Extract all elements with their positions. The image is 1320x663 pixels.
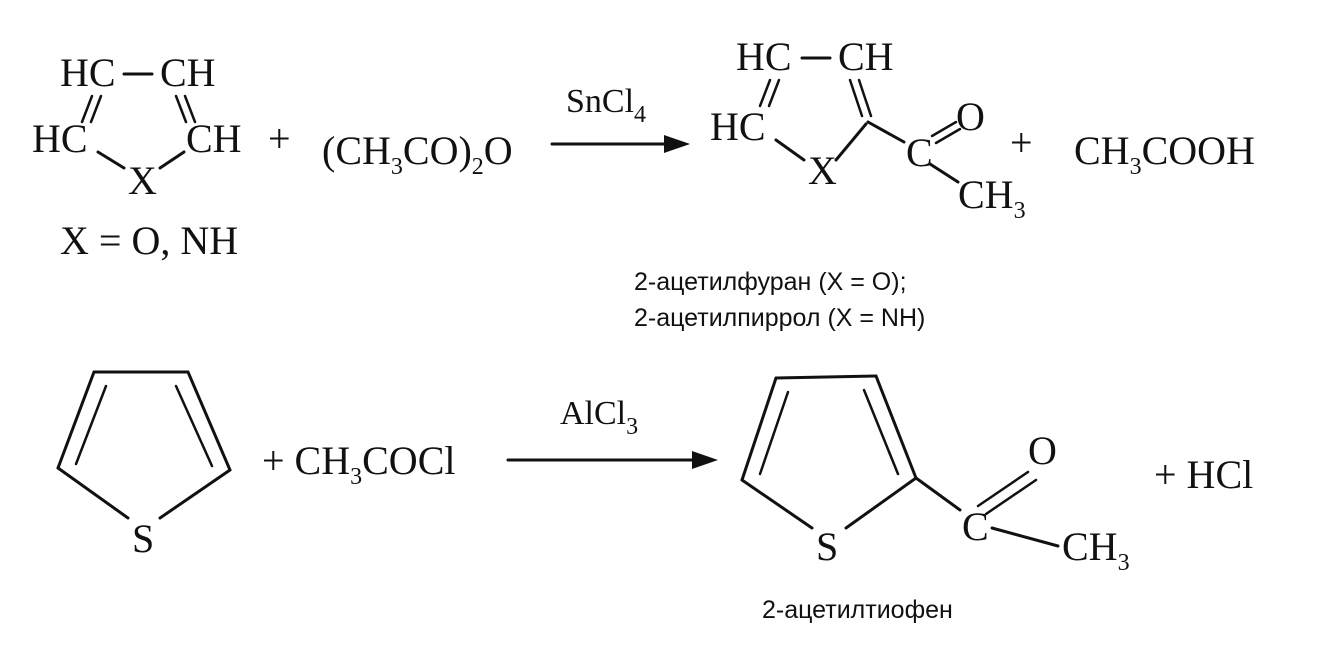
ring-bond-right — [186, 370, 232, 472]
bond-c2-x — [834, 122, 868, 162]
atom-label-carbonyl-o: O — [956, 94, 985, 139]
double-bond-left-b — [89, 94, 103, 124]
bond-c2-x — [96, 150, 126, 170]
atom-label-hc-top-left: HC — [60, 50, 116, 95]
double-bond-left-b — [767, 78, 781, 108]
atom-label-sulfur: S — [132, 516, 154, 561]
double-bond-co-b — [934, 127, 962, 145]
atom-label-ch-top-right: CH — [160, 50, 216, 95]
atom-label-methyl: CH3 — [958, 172, 1026, 224]
atom-label-carbonyl-c: C — [962, 504, 989, 549]
atom-label-hc-bottom-left: HC — [32, 116, 88, 161]
double-bond-right-a — [174, 94, 188, 124]
plus-sign: + — [268, 116, 291, 161]
double-bond-left-a — [758, 78, 772, 108]
product-name-thiophene: 2-ацетилтиофен — [762, 596, 953, 624]
atom-label-ch-top-right: CH — [838, 34, 894, 79]
product-acetyl-heterocycle: HC CH HC X C O CH3 — [710, 34, 1026, 224]
atom-label-carbonyl-o: O — [1028, 428, 1057, 473]
ring-bond-left — [740, 376, 778, 482]
double-bond-right-b — [857, 78, 873, 118]
ring-bond-c5-s — [740, 478, 814, 530]
byproduct-hcl: + HCl — [1154, 452, 1253, 497]
thiophene: S — [56, 370, 232, 561]
ring-bond-right — [874, 374, 918, 480]
byproduct-acetic-acid: CH3COOH — [1074, 128, 1255, 180]
double-bond-co-a — [976, 470, 1030, 508]
catalyst-label: SnCl4 — [566, 83, 646, 128]
atom-label-ch-bottom-right: CH — [186, 116, 242, 161]
reaction-1: HC CH HC CH X X = O, NH + (CH3CO)2O SnCl… — [32, 34, 1255, 332]
product-2-acetylthiophene: S C O CH3 — [740, 374, 1130, 576]
double-bond-right-a — [848, 78, 864, 118]
atom-label-sulfur: S — [816, 524, 838, 569]
product-name-pyrrole: 2-ацетилпиррол (X = NH) — [634, 304, 925, 332]
atom-label-methyl: CH3 — [1062, 524, 1130, 576]
atom-label-heteroatom: X — [128, 158, 157, 203]
atom-label-carbonyl-c: C — [906, 130, 933, 175]
ring-bond-top — [774, 374, 878, 380]
plus-sign: + — [1010, 120, 1033, 165]
catalyst-label: AlCl3 — [560, 395, 638, 440]
reaction-arrow-head — [664, 135, 690, 153]
bond-ring-carbonyl — [914, 476, 962, 512]
substituent-note: X = O, NH — [60, 218, 238, 263]
ring-bond-c5-s — [56, 466, 130, 520]
reagent-acetic-anhydride: (CH3CO)2O — [322, 128, 513, 180]
ring-bond-c2-s — [158, 468, 232, 520]
bond-carbonyl-methyl — [990, 526, 1060, 548]
reactant-heterocycle: HC CH HC CH X — [32, 50, 242, 203]
ring-bond-left — [56, 370, 96, 470]
ring-double-bond-right-inner — [862, 388, 900, 476]
double-bond-co-a — [930, 120, 958, 138]
atom-label-heteroatom: X — [808, 148, 837, 193]
ring-double-bond-right-inner — [174, 384, 214, 468]
atom-label-hc-top-left: HC — [736, 34, 792, 79]
ring-double-bond-left-inner — [74, 384, 108, 466]
double-bond-right-b — [183, 94, 197, 124]
ring-bond-c2-s — [844, 476, 918, 530]
reagent-acetyl-chloride: + CH3COCl — [262, 438, 455, 490]
double-bond-left-a — [80, 94, 94, 124]
bond-c5-x — [158, 150, 186, 170]
bond-c5-x — [774, 138, 806, 162]
bond-ring-carbonyl — [866, 120, 906, 144]
bond-carbonyl-methyl — [928, 162, 960, 184]
ring-double-bond-left-inner — [758, 390, 790, 476]
product-name-furan: 2-ацетилфуран (X = O); — [634, 268, 907, 296]
reaction-2: S + CH3COCl AlCl3 S C O CH3 + HCl 2-ац — [56, 370, 1253, 624]
double-bond-co-b — [984, 478, 1038, 516]
reaction-arrow-head — [692, 451, 718, 469]
atom-label-hc-left: HC — [710, 104, 766, 149]
